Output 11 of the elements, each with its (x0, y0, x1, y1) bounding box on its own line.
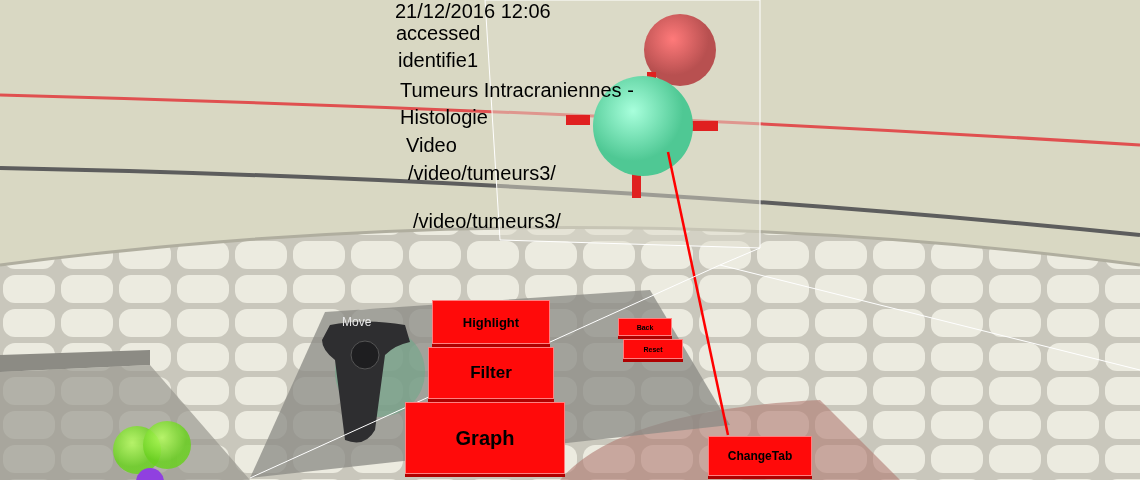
change-tab-button: ChangeTab (708, 436, 812, 476)
filter-button: Filter (428, 347, 554, 399)
date-time-text: 21/12/2016 12:06 (395, 0, 551, 22)
status-text: accessed (396, 22, 481, 44)
path-text: /video/tumeurs3/ (408, 162, 556, 184)
highlight-button: Highlight (432, 300, 550, 344)
graph-button: Graph (405, 402, 565, 474)
type-text: Video (406, 134, 457, 156)
title-text: Tumeurs Intracraniennes - Histologie (400, 78, 635, 130)
identifier-text: identifie1 (398, 49, 479, 71)
path-text: /video/tumeurs3/ (413, 210, 561, 232)
